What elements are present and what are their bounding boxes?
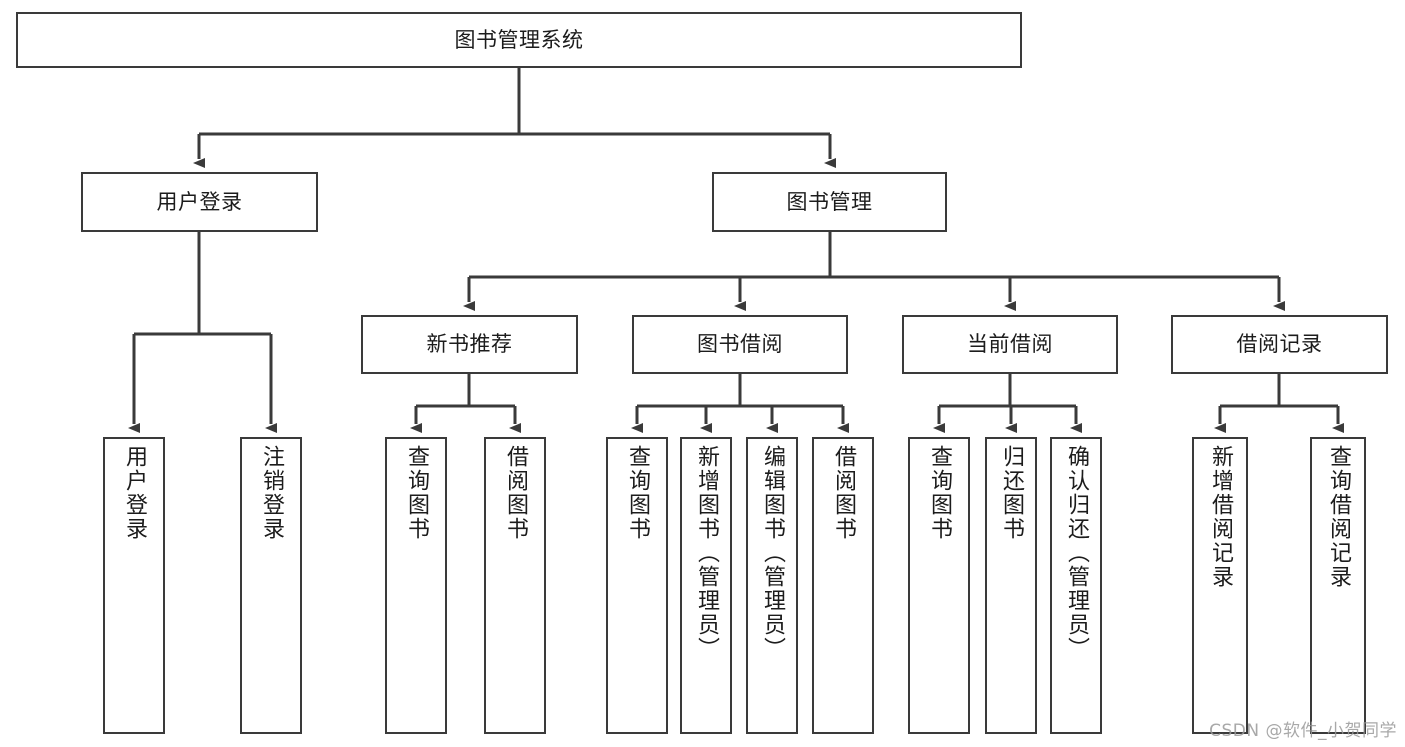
node-leaf-confirm-return-label: 确认归还（管理员） [1064, 445, 1089, 661]
node-root-label: 图书管理系统 [454, 27, 584, 52]
node-leaf-add-record-label: 新增借阅记录 [1208, 445, 1233, 589]
node-user-login-label: 用户登录 [156, 189, 243, 214]
node-current-borrow-label: 当前借阅 [967, 332, 1053, 357]
node-leaf-edit-book[interactable]: 编辑图书（管理员） [746, 437, 798, 734]
node-leaf-confirm-return[interactable]: 确认归还（管理员） [1050, 437, 1102, 734]
node-book-manage-label: 图书管理 [786, 189, 873, 214]
node-root[interactable]: 图书管理系统 [16, 12, 1022, 68]
node-leaf-borrow-book-1[interactable]: 借阅图书 [484, 437, 546, 734]
node-leaf-query-book-1-label: 查询图书 [404, 445, 429, 541]
node-leaf-borrow-book-2-label: 借阅图书 [831, 445, 856, 541]
node-leaf-add-book-label: 新增图书（管理员） [694, 445, 719, 661]
node-book-borrow[interactable]: 图书借阅 [632, 315, 848, 374]
node-leaf-borrow-book-1-label: 借阅图书 [503, 445, 528, 541]
node-leaf-user-login[interactable]: 用户登录 [103, 437, 165, 734]
node-new-book-rec-label: 新书推荐 [426, 332, 513, 357]
node-borrow-record-label: 借阅记录 [1236, 332, 1323, 357]
node-leaf-query-book-3-label: 查询图书 [927, 445, 952, 541]
node-leaf-query-book-2[interactable]: 查询图书 [606, 437, 668, 734]
node-leaf-return-book[interactable]: 归还图书 [985, 437, 1037, 734]
node-leaf-query-record[interactable]: 查询借阅记录 [1310, 437, 1366, 734]
node-leaf-borrow-book-2[interactable]: 借阅图书 [812, 437, 874, 734]
node-borrow-record[interactable]: 借阅记录 [1171, 315, 1388, 374]
node-leaf-user-logout[interactable]: 注销登录 [240, 437, 302, 734]
node-user-login[interactable]: 用户登录 [81, 172, 318, 232]
node-leaf-query-book-1[interactable]: 查询图书 [385, 437, 447, 734]
node-current-borrow[interactable]: 当前借阅 [902, 315, 1118, 374]
node-book-borrow-label: 图书借阅 [697, 332, 783, 357]
node-leaf-return-book-label: 归还图书 [999, 445, 1024, 541]
node-book-manage[interactable]: 图书管理 [712, 172, 947, 232]
node-new-book-rec[interactable]: 新书推荐 [361, 315, 578, 374]
node-leaf-edit-book-label: 编辑图书（管理员） [760, 445, 785, 661]
node-leaf-user-logout-label: 注销登录 [259, 445, 284, 541]
csdn-watermark: CSDN @软件_小贺同学 [1209, 721, 1397, 741]
node-leaf-query-record-label: 查询借阅记录 [1326, 445, 1351, 589]
node-leaf-query-book-2-label: 查询图书 [625, 445, 650, 541]
node-leaf-add-record[interactable]: 新增借阅记录 [1192, 437, 1248, 734]
node-leaf-user-login-label: 用户登录 [122, 445, 147, 541]
node-leaf-add-book[interactable]: 新增图书（管理员） [680, 437, 732, 734]
node-leaf-query-book-3[interactable]: 查询图书 [908, 437, 970, 734]
